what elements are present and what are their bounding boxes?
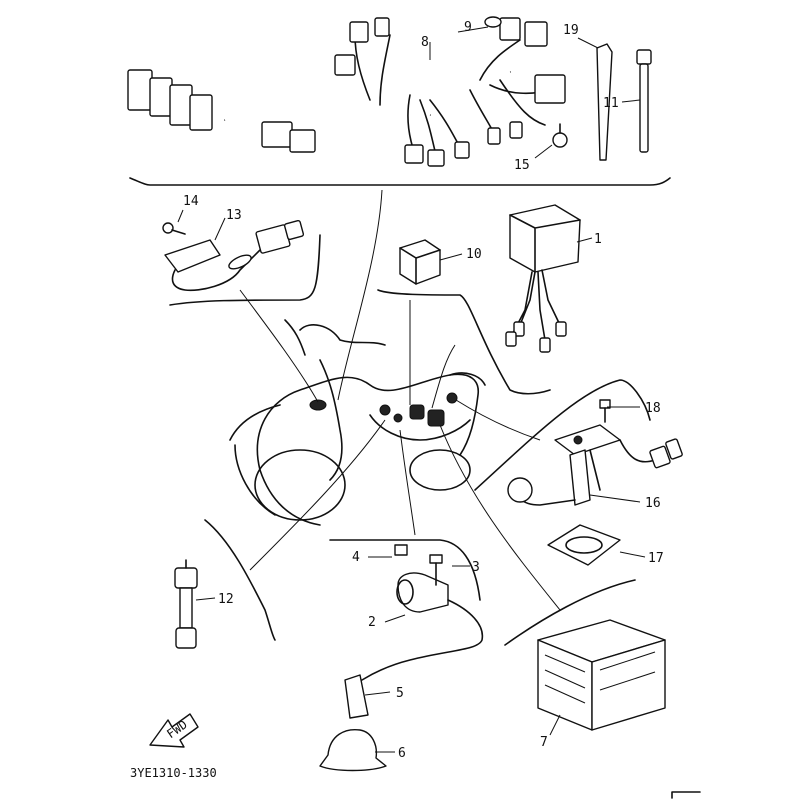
part-label-16: 16: [645, 496, 661, 511]
fuel-sender: [507, 424, 683, 506]
wire-harness: [127, 17, 566, 167]
cable-tie: [596, 43, 613, 161]
bolt-18: [599, 399, 611, 423]
part-label-1: 1: [594, 232, 602, 247]
part-label-12: 12: [218, 592, 234, 607]
ignition-coil: [361, 572, 484, 681]
leader-1: [431, 344, 456, 409]
bracket-13: [169, 234, 321, 306]
part-label-18: 18: [645, 401, 661, 416]
bracket-12: [204, 519, 276, 641]
switch-12: [174, 559, 198, 649]
clamp-15: [552, 123, 568, 148]
relay-mounted-2: [427, 409, 445, 427]
bracket-16: [474, 379, 651, 491]
leader-16: [455, 399, 541, 441]
sensor-lead: [164, 219, 305, 292]
part-label-7: 7: [540, 735, 548, 750]
part-label-3: 3: [472, 560, 480, 575]
flasher-relay: [505, 204, 581, 353]
part-label-4: 4: [352, 550, 360, 565]
leader-12: [249, 419, 386, 571]
part-label-2: 2: [368, 615, 376, 630]
part-label-19: 19: [563, 23, 579, 38]
bracket-2: [329, 539, 481, 601]
diagram-code: 3YE1310-1330: [130, 766, 217, 780]
plug-cap: [344, 674, 369, 719]
leader-harness: [337, 189, 383, 401]
corner-mark: [671, 791, 701, 799]
bracket-10-1: [377, 289, 551, 395]
bolt-mounted: [379, 404, 391, 416]
part-label-14: 14: [183, 194, 199, 209]
relay: [399, 239, 441, 285]
fwd-arrow: [149, 713, 199, 748]
nut-mounted: [393, 413, 403, 423]
battery: [537, 619, 666, 731]
band-mounted: [309, 399, 327, 411]
part-label-9: 9: [464, 20, 472, 35]
bolt-3: [429, 554, 443, 586]
collar-4: [394, 544, 408, 556]
part-label-5: 5: [396, 686, 404, 701]
clamp-9: [484, 16, 502, 28]
gasket: [547, 524, 621, 566]
part-label-13: 13: [226, 208, 242, 223]
plug-cover: [319, 728, 387, 772]
part-label-8: 8: [421, 35, 429, 50]
leader-7: [439, 424, 561, 611]
band: [636, 49, 652, 153]
part-label-17: 17: [648, 551, 664, 566]
screw-14: [162, 222, 186, 235]
callout-leaders: [177, 26, 646, 753]
leader-13: [239, 289, 319, 403]
scooter-outline: [229, 319, 486, 526]
part-label-10: 10: [466, 247, 482, 262]
part-label-11: 11: [603, 96, 619, 111]
bracket-7: [504, 579, 636, 646]
relay-mounted: [409, 404, 425, 420]
bracket-harness: [129, 177, 671, 186]
leader-2: [399, 429, 416, 536]
part-label-15: 15: [514, 158, 530, 173]
clip-mounted: [446, 392, 458, 404]
part-label-6: 6: [398, 746, 406, 761]
